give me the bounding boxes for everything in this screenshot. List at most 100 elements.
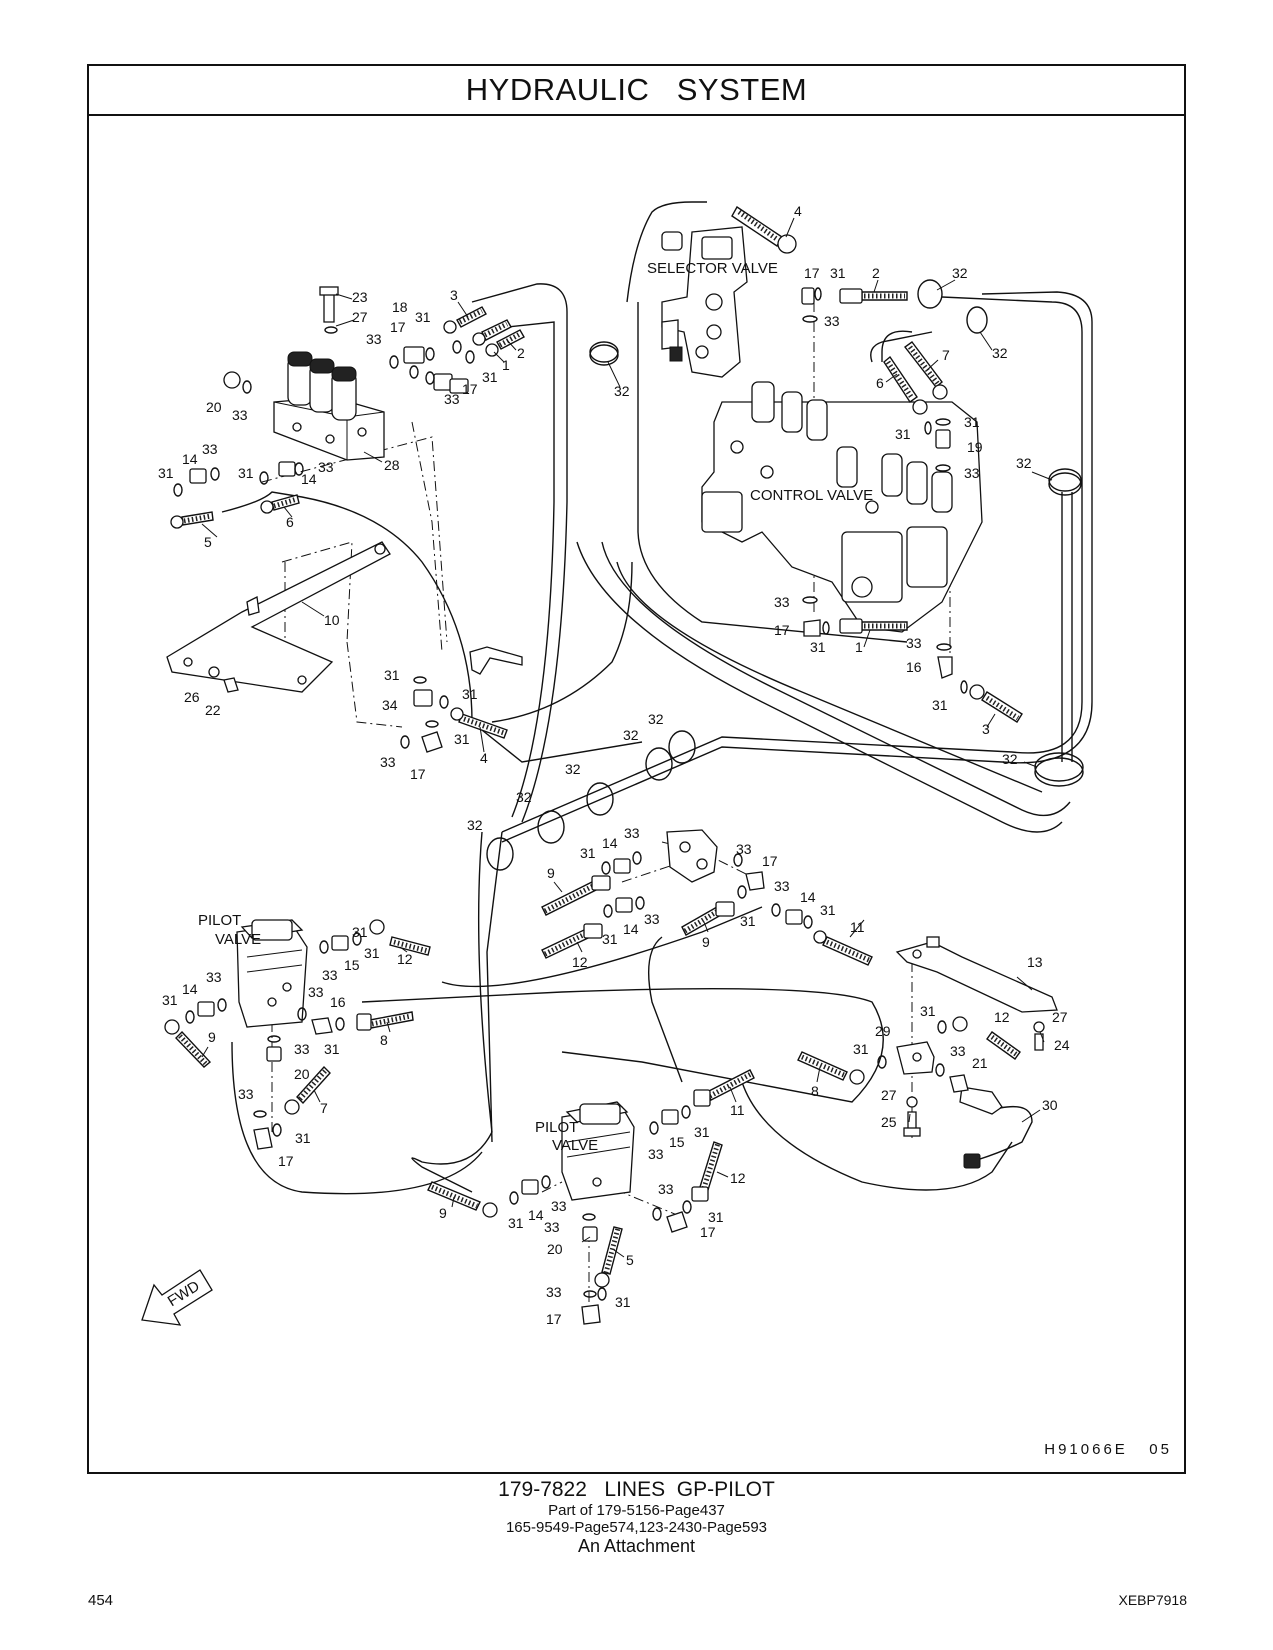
- callout-15: 15: [669, 1134, 685, 1150]
- callout-33: 33: [964, 465, 980, 481]
- callout-31: 31: [895, 426, 911, 442]
- callout-9: 9: [208, 1029, 216, 1045]
- callout-33: 33: [380, 754, 396, 770]
- callout-33: 33: [950, 1043, 966, 1059]
- callout-32: 32: [516, 789, 532, 805]
- pilot-valve-right-label-line1: PILOT: [535, 1119, 578, 1136]
- page-title: HYDRAULIC SYSTEM: [465, 72, 808, 107]
- callout-31: 31: [810, 639, 826, 655]
- callout-32: 32: [467, 817, 483, 833]
- callout-32: 32: [992, 345, 1008, 361]
- callout-32: 32: [614, 383, 630, 399]
- pilot-valve-left-label-line1: PILOT: [198, 912, 241, 929]
- callout-7: 7: [942, 347, 950, 363]
- pressure-switch-29: [896, 1041, 935, 1075]
- callout-33: 33: [322, 967, 338, 983]
- callout-31: 31: [462, 686, 478, 702]
- caption: 179-7822 LINES GP-PILOT Part of 179-5156…: [0, 1478, 1273, 1556]
- callout-33: 33: [202, 441, 218, 457]
- callout-31: 31: [920, 1003, 936, 1019]
- callout-23: 23: [352, 289, 368, 305]
- callout-4: 4: [794, 203, 802, 219]
- callout-33: 33: [624, 825, 640, 841]
- shuttle-valve: [666, 829, 718, 883]
- callout-25: 25: [881, 1114, 897, 1130]
- callout-14: 14: [182, 451, 198, 467]
- callout-32: 32: [1016, 455, 1032, 471]
- leader-lines: [201, 217, 1053, 1258]
- callout-1: 1: [855, 639, 863, 655]
- callout-32: 32: [952, 265, 968, 281]
- callout-13: 13: [1027, 954, 1043, 970]
- callout-3: 3: [450, 287, 458, 303]
- callout-17: 17: [774, 622, 790, 638]
- callout-17: 17: [546, 1311, 562, 1327]
- callout-33: 33: [906, 635, 922, 651]
- callout-27: 27: [881, 1087, 897, 1103]
- callout-31: 31: [708, 1209, 724, 1225]
- callout-33: 33: [546, 1284, 562, 1300]
- callout-6: 6: [876, 375, 884, 391]
- callout-14: 14: [182, 981, 198, 997]
- hoses: [164, 205, 1023, 1288]
- bracket-10: [166, 541, 391, 693]
- callout-17: 17: [462, 381, 478, 397]
- callout-33: 33: [774, 594, 790, 610]
- callout-31: 31: [482, 369, 498, 385]
- clamps: [486, 279, 1084, 871]
- callout-11: 11: [850, 919, 865, 935]
- callout-9: 9: [547, 865, 555, 881]
- caption-line-2: 165-9549-Page574,123-2430-Page593: [505, 1519, 768, 1536]
- callout-4: 4: [480, 750, 488, 766]
- callout-14: 14: [301, 471, 317, 487]
- callout-33: 33: [206, 969, 222, 985]
- callout-31: 31: [162, 992, 178, 1008]
- callout-31: 31: [853, 1041, 869, 1057]
- fwd-arrow: FWD: [141, 1269, 213, 1326]
- callout-26: 26: [184, 689, 200, 705]
- callout-31: 31: [740, 913, 756, 929]
- control-valve: [701, 381, 983, 633]
- callout-33: 33: [736, 841, 752, 857]
- callout-31: 31: [454, 731, 470, 747]
- callout-28: 28: [384, 457, 400, 473]
- callout-33: 33: [366, 331, 382, 347]
- callout-19: 19: [967, 439, 983, 455]
- callout-30: 30: [1042, 1097, 1058, 1113]
- drawing-code: H91066E 05: [1044, 1441, 1172, 1458]
- pilot-valve-right-label-line2: VALVE: [552, 1137, 598, 1154]
- document-code: XEBP7918: [1118, 1592, 1188, 1608]
- callout-31: 31: [238, 465, 254, 481]
- callout-20: 20: [547, 1241, 563, 1257]
- callout-17: 17: [700, 1224, 716, 1240]
- callout-31: 31: [384, 667, 400, 683]
- callout-29: 29: [875, 1023, 891, 1039]
- callout-31: 31: [324, 1041, 340, 1057]
- callout-15: 15: [344, 957, 360, 973]
- callout-33: 33: [232, 407, 248, 423]
- callout-31: 31: [820, 902, 836, 918]
- callout-31: 31: [415, 309, 431, 325]
- callout-24: 24: [1054, 1037, 1070, 1053]
- callout-31: 31: [352, 924, 368, 940]
- callout-31: 31: [364, 945, 380, 961]
- solenoid-manifold: [273, 351, 385, 461]
- selector-valve: [661, 226, 748, 378]
- page-number: 454: [88, 1592, 114, 1609]
- callout-33: 33: [644, 911, 660, 927]
- callout-21: 21: [972, 1055, 988, 1071]
- callout-31: 31: [295, 1130, 311, 1146]
- callout-18: 18: [392, 299, 408, 315]
- callout-6: 6: [286, 514, 294, 530]
- sensor-30: [959, 1086, 1033, 1169]
- callout-20: 20: [294, 1066, 310, 1082]
- callout-14: 14: [800, 889, 816, 905]
- callout-5: 5: [626, 1252, 634, 1268]
- callout-32: 32: [565, 761, 581, 777]
- title-bar: HYDRAULIC SYSTEM: [89, 66, 1184, 116]
- callout-33: 33: [544, 1219, 560, 1235]
- callout-9: 9: [702, 934, 710, 950]
- callout-33: 33: [294, 1041, 310, 1057]
- callout-8: 8: [380, 1032, 388, 1048]
- control-valve-label: CONTROL VALVE: [750, 487, 873, 504]
